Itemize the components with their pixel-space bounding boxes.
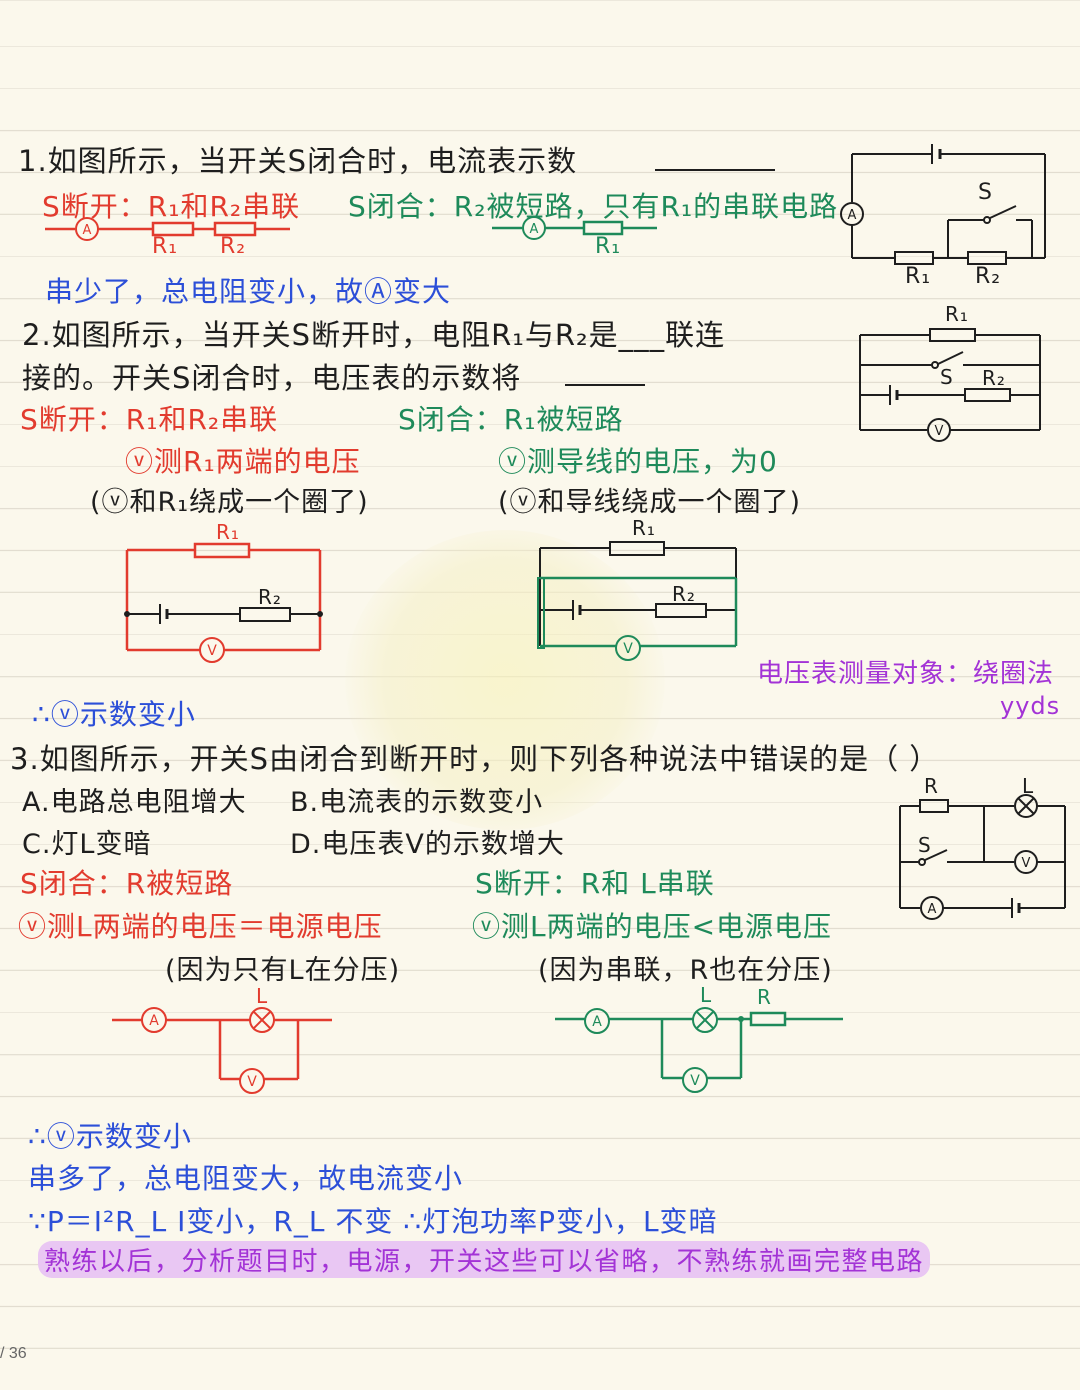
q1-open-circuit: A	[45, 217, 290, 241]
q2-conclusion: ∴ⓥ示数变小	[32, 698, 196, 731]
q3-open-reason: (因为串联，R也在分压)	[538, 955, 833, 986]
q3-closed-circuit: A V	[112, 1007, 332, 1094]
q2-tip: 电压表测量对象：绕圈法	[757, 653, 1054, 690]
q2-open-r1-label: R₁	[216, 520, 240, 544]
q1-open-r2-label: R₂	[220, 234, 247, 259]
svg-text:V: V	[935, 424, 944, 439]
q3-question: 3.如图所示，开关S由闭合到断开时，则下列各种说法中错误的是（ ）	[10, 742, 940, 776]
q2-closed-circuit: V	[537, 541, 738, 661]
q1-answer-blank	[655, 169, 775, 171]
q2-closed-r1-label: R₁	[632, 516, 656, 540]
svg-text:A: A	[848, 208, 857, 223]
q2-circuit-diagram: V	[859, 328, 1041, 442]
q3-open-measure: ⓥ测L两端的电压<电源电压	[472, 910, 833, 943]
q1-diagram-r2-label: R₂	[975, 264, 1002, 289]
q2-closed-note: S闭合：R₁被短路	[398, 403, 624, 436]
q3-diagram-l-label: L	[1022, 774, 1035, 798]
q2-question-line2: 接的。开关S闭合时，电压表的示数将	[22, 361, 522, 395]
svg-text:A: A	[928, 902, 937, 917]
q3-option-d: D.电压表V的示数增大	[290, 829, 565, 860]
q2-closed-measure: ⓥ测导线的电压，为0	[498, 445, 778, 478]
q3-open-note: S断开：R和 L串联	[475, 867, 715, 900]
q3-open-circuit: A V	[555, 1007, 843, 1093]
q2-closed-loop-note: (ⓥ和导线绕成一个圈了)	[498, 487, 802, 518]
watermark-emoji	[345, 530, 665, 830]
svg-text:V: V	[690, 1073, 700, 1089]
q2-question-line1: 2.如图所示，当开关S断开时，电阻R₁与R₂是___联连	[22, 318, 726, 352]
q1-closed-circuit: A	[492, 216, 657, 240]
q3-open-r-label: R	[757, 985, 772, 1009]
q3-option-c: C.灯L变暗	[22, 829, 152, 860]
q1-closed-r1-label: R₁	[595, 234, 622, 259]
svg-text:A: A	[530, 222, 539, 237]
svg-text:A: A	[149, 1013, 159, 1029]
q1-diagram-r1-label: R₁	[905, 264, 932, 289]
q3-circuit-diagram: V A	[899, 794, 1066, 920]
q3-conclusion-2: 串多了，总电阻变大，故电流变小	[28, 1162, 464, 1195]
q1-closed-note: S闭合：R₂被短路，只有R₁的串联电路	[348, 190, 839, 223]
q3-option-a: A.电路总电阻增大	[22, 787, 247, 818]
svg-text:V: V	[1022, 856, 1031, 871]
q3-closed-l-label: L	[256, 984, 269, 1008]
svg-text:V: V	[207, 643, 217, 659]
q1-circuit-diagram: A	[840, 144, 1046, 265]
q2-open-loop-note: (ⓥ和R₁绕成一个圈了)	[90, 487, 369, 518]
q3-conclusion-1: ∴ⓥ示数变小	[28, 1120, 192, 1153]
q3-closed-measure: ⓥ测L两端的电压＝电源电压	[18, 910, 383, 943]
page-indicator: / 36	[0, 1345, 27, 1362]
svg-text:V: V	[623, 641, 633, 657]
q1-diagram-s-label: S	[978, 180, 993, 205]
q3-conclusion-3: ∵P＝I²R_L I变小，R_L 不变 ∴灯泡功率P变小，L变暗	[28, 1205, 718, 1238]
q2-answer-blank	[565, 384, 645, 386]
q2-open-note: S断开：R₁和R₂串联	[20, 403, 279, 436]
q1-open-r1-label: R₁	[152, 234, 179, 259]
q2-open-measure: ⓥ测R₁两端的电压	[125, 445, 361, 478]
q3-option-b: B.电流表的示数变小	[290, 787, 544, 818]
q3-open-l-label: L	[700, 983, 713, 1007]
svg-text:A: A	[592, 1014, 602, 1030]
footer-note: 熟练以后，分析题目时，电源，开关这些可以省略，不熟练就画完整电路	[38, 1241, 931, 1278]
q1-question: 1.如图所示，当开关S闭合时，电流表示数	[18, 144, 578, 178]
q2-diagram-r2-label: R₂	[982, 366, 1006, 390]
q3-diagram-r-label: R	[924, 774, 939, 798]
q1-conclusion: 串少了，总电阻变小，故Ⓐ变大	[45, 275, 452, 308]
q2-diagram-s-label: S	[940, 365, 954, 389]
q2-tip-text: 电压表测量对象：绕圈法	[757, 659, 1055, 689]
q3-closed-note: S闭合：R被短路	[20, 867, 234, 900]
q2-open-circuit: V	[124, 542, 323, 663]
q3-closed-reason: (因为只有L在分压)	[165, 955, 401, 986]
q3-diagram-s-label: S	[918, 833, 932, 857]
q2-open-r2-label: R₂	[258, 585, 282, 609]
q2-tip-yyds: yyds	[1000, 692, 1061, 720]
q2-closed-r2-label: R₂	[672, 582, 696, 606]
svg-text:V: V	[247, 1074, 257, 1090]
q2-diagram-r1-label: R₁	[945, 302, 969, 326]
svg-text:A: A	[83, 223, 92, 238]
